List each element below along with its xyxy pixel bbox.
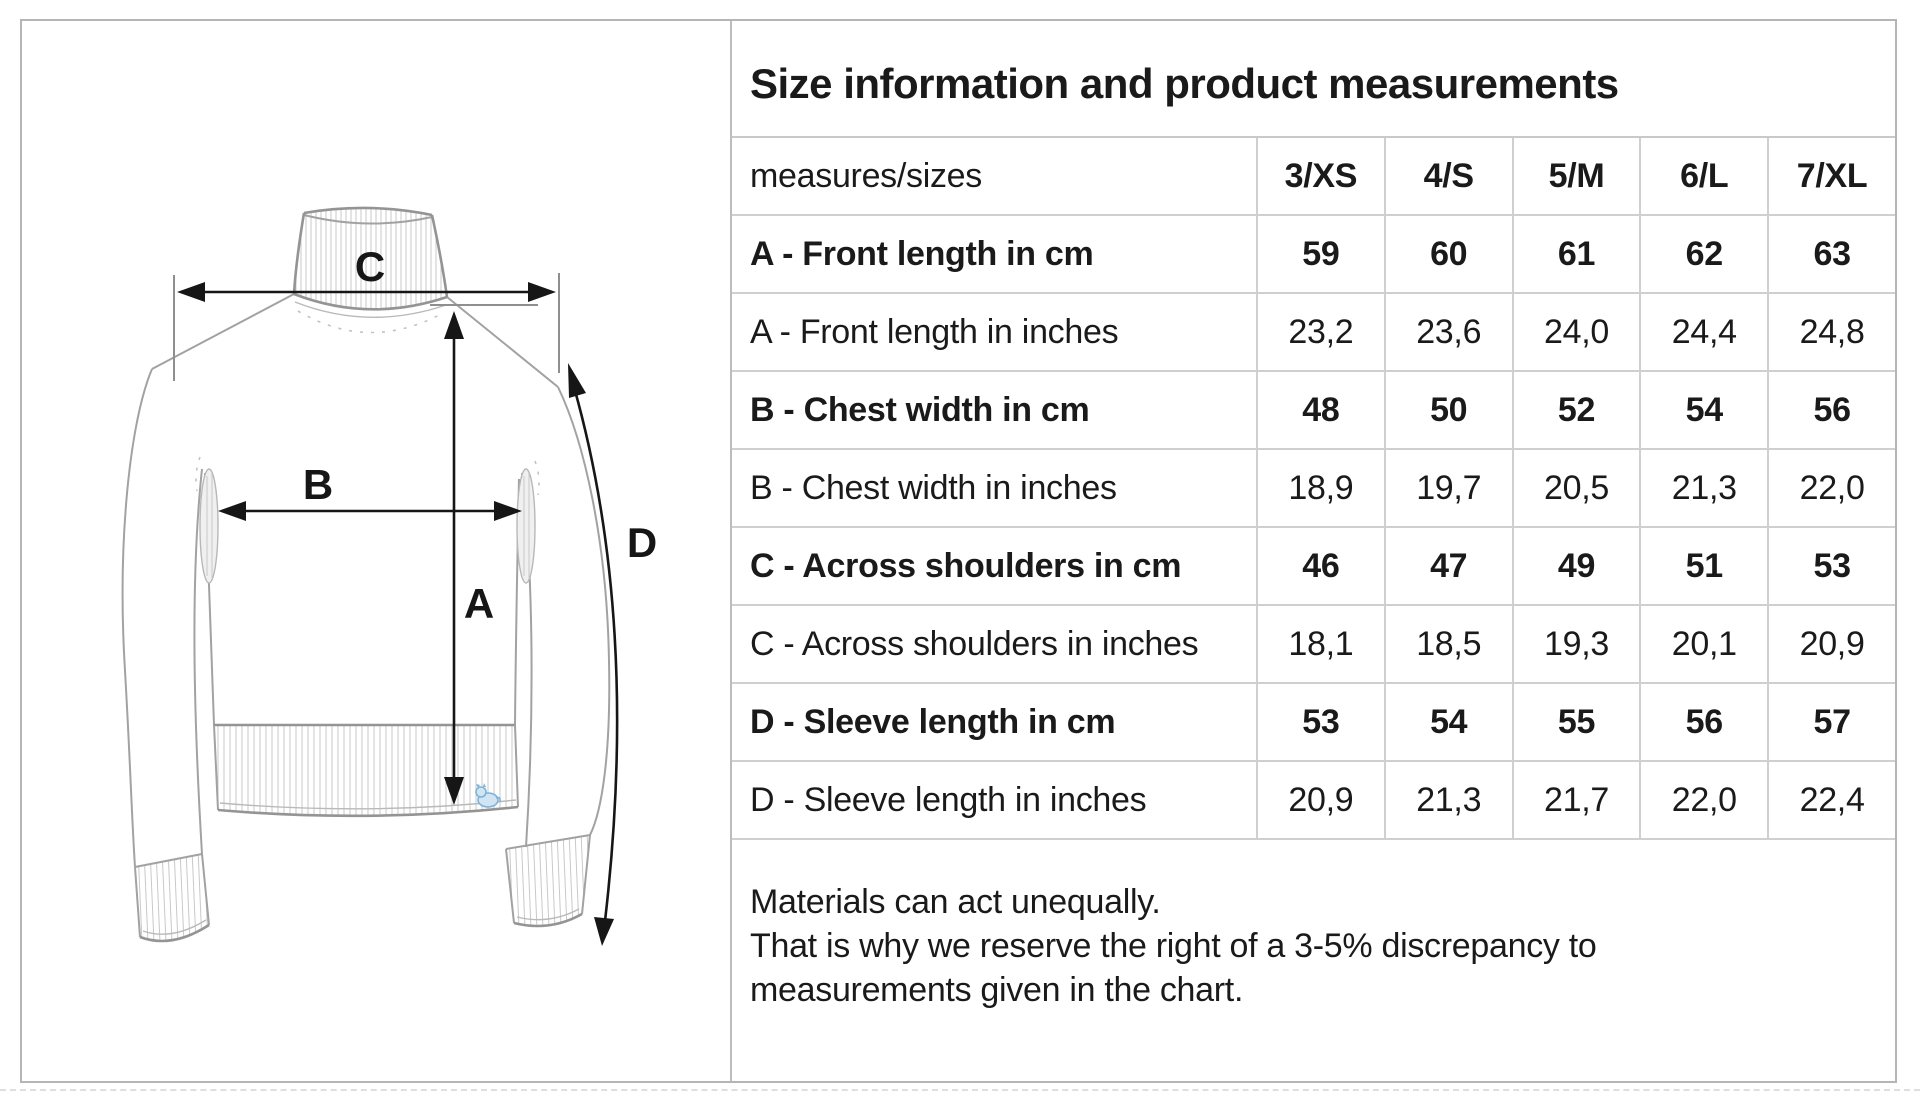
title-block: Size information and product measurement… bbox=[732, 21, 1895, 138]
measure-label-d: D bbox=[627, 519, 657, 566]
measurement-value: 52 bbox=[1511, 372, 1640, 448]
left-cuff-rib-lines bbox=[137, 854, 209, 941]
measurement-value: 60 bbox=[1383, 216, 1512, 292]
page-title: Size information and product measurement… bbox=[750, 59, 1619, 107]
measurement-value: 53 bbox=[1767, 528, 1895, 604]
measurement-value: 18,1 bbox=[1256, 606, 1384, 682]
measurement-value: 61 bbox=[1511, 216, 1640, 292]
measurement-value: 23,2 bbox=[1256, 294, 1384, 370]
measure-label-a: A bbox=[464, 580, 494, 627]
hem-band bbox=[213, 723, 519, 818]
table-row: B - Chest width in cm 48 50 52 54 56 bbox=[732, 372, 1895, 450]
measurement-value: 24,8 bbox=[1767, 294, 1895, 370]
row-label: B - Chest width in cm bbox=[750, 390, 1090, 429]
table-header-row: measures/sizes 3/XS 4/S 5/M 6/L 7/XL bbox=[732, 138, 1895, 216]
measurement-value: 22,4 bbox=[1767, 762, 1895, 838]
row-label: A - Front length in inches bbox=[750, 312, 1119, 351]
disclaimer-line: That is why we reserve the right of a 3-… bbox=[750, 927, 1597, 965]
row-label: C - Across shoulders in inches bbox=[750, 624, 1199, 663]
measurement-value: 56 bbox=[1767, 372, 1895, 448]
disclaimer-line: Materials can act unequally. bbox=[750, 883, 1161, 921]
cut-dashed-line bbox=[0, 1089, 1920, 1091]
measurement-value: 20,1 bbox=[1639, 606, 1767, 682]
measurement-value: 57 bbox=[1767, 684, 1895, 760]
measurement-value: 53 bbox=[1256, 684, 1384, 760]
measure-arrow-a: A bbox=[444, 311, 494, 805]
measurement-value: 20,9 bbox=[1767, 606, 1895, 682]
measurement-value: 54 bbox=[1639, 372, 1767, 448]
size-column-header: 3/XS bbox=[1256, 138, 1384, 214]
measurement-value: 19,3 bbox=[1511, 606, 1640, 682]
measurement-value: 46 bbox=[1256, 528, 1384, 604]
table-row: C - Across shoulders in inches 18,1 18,5… bbox=[732, 606, 1895, 684]
measurement-value: 20,5 bbox=[1511, 450, 1640, 526]
row-label: D - Sleeve length in cm bbox=[750, 702, 1116, 741]
armpit-seams bbox=[195, 456, 540, 584]
measure-arrow-c: C bbox=[177, 243, 556, 302]
measurement-value: 63 bbox=[1767, 216, 1895, 292]
measure-guides bbox=[173, 273, 560, 381]
sweater-illustration-panel: C B A D bbox=[22, 21, 732, 1081]
measurement-value: 54 bbox=[1383, 684, 1512, 760]
measure-arrow-b: B bbox=[218, 461, 522, 521]
measurement-value: 59 bbox=[1256, 216, 1384, 292]
disclaimer-line: measurements given in the chart. bbox=[750, 971, 1244, 1009]
measurement-value: 51 bbox=[1639, 528, 1767, 604]
measurement-value: 48 bbox=[1256, 372, 1384, 448]
measurement-value: 50 bbox=[1383, 372, 1512, 448]
measurement-value: 22,0 bbox=[1639, 762, 1767, 838]
measurement-value: 49 bbox=[1511, 528, 1640, 604]
table-row: D - Sleeve length in cm 53 54 55 56 57 bbox=[732, 684, 1895, 762]
measurement-value: 21,7 bbox=[1511, 762, 1640, 838]
measurement-value: 21,3 bbox=[1639, 450, 1767, 526]
table-row: C - Across shoulders in cm 46 47 49 51 5… bbox=[732, 528, 1895, 606]
table-row: A - Front length in inches 23,2 23,6 24,… bbox=[732, 294, 1895, 372]
measure-label-b: B bbox=[303, 461, 333, 508]
size-chart-sheet: C B A D bbox=[20, 19, 1897, 1083]
row-label: A - Front length in cm bbox=[750, 234, 1094, 273]
left-cuff bbox=[134, 853, 210, 943]
measurement-value: 22,0 bbox=[1767, 450, 1895, 526]
measurement-value: 20,9 bbox=[1256, 762, 1384, 838]
measure-label-c: C bbox=[355, 243, 385, 290]
measurement-value: 62 bbox=[1639, 216, 1767, 292]
measurement-value: 19,7 bbox=[1383, 450, 1512, 526]
header-label: measures/sizes bbox=[750, 156, 982, 195]
table-row: B - Chest width in inches 18,9 19,7 20,5… bbox=[732, 450, 1895, 528]
right-cuff bbox=[505, 834, 591, 928]
table-row: A - Front length in cm 59 60 61 62 63 bbox=[732, 216, 1895, 294]
turtleneck-sweater-drawing: C B A D bbox=[121, 206, 657, 946]
size-table: measures/sizes 3/XS 4/S 5/M 6/L 7/XL A -… bbox=[732, 138, 1895, 840]
measurement-value: 18,9 bbox=[1256, 450, 1384, 526]
measurement-value: 56 bbox=[1639, 684, 1767, 760]
brand-logo bbox=[475, 783, 501, 808]
disclaimer-note: Materials can act unequally. That is why… bbox=[732, 840, 1895, 1012]
row-label: B - Chest width in inches bbox=[750, 468, 1117, 507]
size-info-panel: Size information and product measurement… bbox=[732, 21, 1895, 1081]
size-column-header: 6/L bbox=[1639, 138, 1767, 214]
measure-arrow-d: D bbox=[568, 363, 657, 946]
measurement-value: 24,4 bbox=[1639, 294, 1767, 370]
measurement-value: 55 bbox=[1511, 684, 1640, 760]
size-column-header: 4/S bbox=[1383, 138, 1512, 214]
right-cuff-rib-lines bbox=[508, 835, 590, 926]
measurement-value: 47 bbox=[1383, 528, 1512, 604]
measurement-value: 21,3 bbox=[1383, 762, 1512, 838]
size-column-header: 7/XL bbox=[1767, 138, 1895, 214]
sweater-outline bbox=[121, 293, 611, 868]
row-label: D - Sleeve length in inches bbox=[750, 780, 1147, 819]
measurement-value: 24,0 bbox=[1511, 294, 1640, 370]
neckline-dashes bbox=[297, 310, 444, 334]
size-column-header: 5/M bbox=[1511, 138, 1640, 214]
table-row: D - Sleeve length in inches 20,9 21,3 21… bbox=[732, 762, 1895, 840]
measurement-value: 18,5 bbox=[1383, 606, 1512, 682]
measurement-value: 23,6 bbox=[1383, 294, 1512, 370]
row-label: C - Across shoulders in cm bbox=[750, 546, 1182, 585]
